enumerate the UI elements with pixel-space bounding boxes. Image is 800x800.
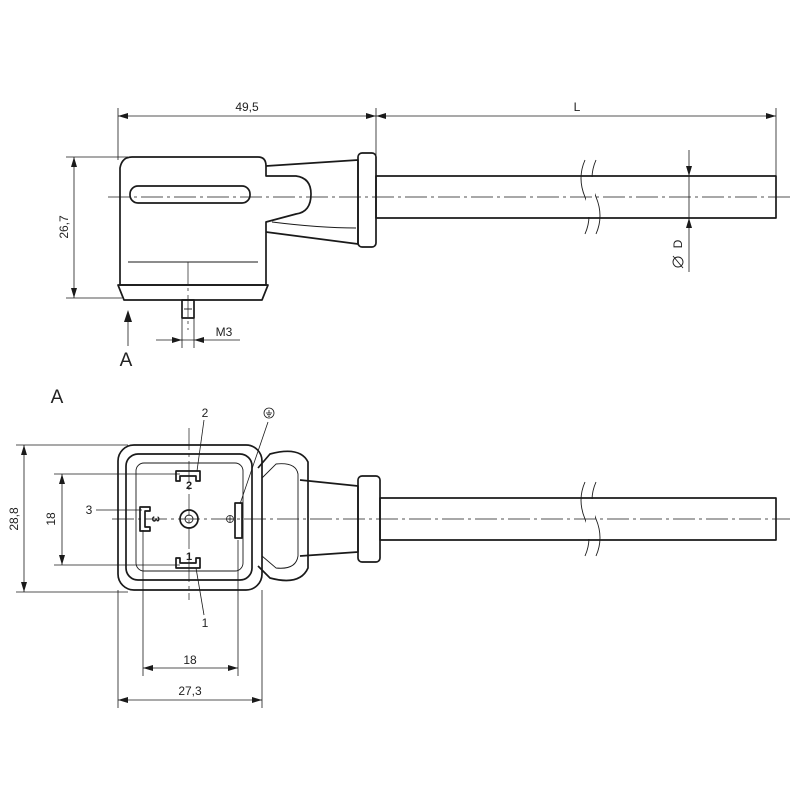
arrowhead [71, 157, 77, 167]
dim-face-width: 27,3 [178, 684, 202, 698]
ground-contact [234, 502, 243, 539]
connector-body-side [119, 156, 312, 286]
body-slot [129, 185, 251, 204]
view-arrow-head [124, 310, 132, 322]
pin-2-contact [175, 470, 201, 482]
arrowhead [376, 113, 386, 119]
dim-connector-length: 49,5 [235, 100, 259, 114]
arrowhead [118, 697, 128, 703]
arrowhead [172, 337, 182, 343]
dim-face-height: 28,8 [7, 507, 21, 531]
arrowhead [118, 113, 128, 119]
side-view: 49,5 L 26,7 M3 A D [57, 100, 790, 371]
front-view: 2 1 3 2 1 3 [7, 406, 790, 708]
arrowhead [766, 113, 776, 119]
callout-line-pin-1 [195, 567, 205, 616]
diameter-symbol-icon [672, 255, 684, 269]
callout-line-pin-2 [196, 419, 205, 472]
pin-2-mark: 2 [186, 480, 192, 492]
arrowhead [59, 555, 65, 565]
arrowhead [686, 166, 692, 176]
connector-neck-inner [271, 221, 357, 229]
arrowhead [21, 445, 27, 455]
ground-symbol-icon [263, 407, 275, 419]
contact-insert [135, 462, 244, 572]
dim-cable-diameter: D [671, 239, 685, 248]
arrowhead [59, 474, 65, 484]
callout-pin-2: 2 [202, 406, 209, 420]
arrowhead [71, 288, 77, 298]
view-arrow-label: A [120, 350, 133, 371]
arrowhead [21, 582, 27, 592]
dim-pin-spacing-horizontal: 18 [183, 653, 197, 667]
dim-thread: M3 [216, 325, 233, 339]
callout-pin-1: 1 [202, 616, 209, 630]
arrowhead [194, 337, 204, 343]
pin-1-contact [175, 557, 201, 569]
callout-pin-3: 3 [86, 503, 93, 517]
cable-flange-side [357, 152, 377, 248]
arrowhead [366, 113, 376, 119]
dim-cable-length: L [574, 100, 581, 114]
view-title: A [51, 387, 64, 408]
connector-ear [257, 450, 309, 582]
connector-ear-inner [261, 463, 299, 569]
arrowhead [228, 665, 238, 671]
dim-height: 26,7 [57, 215, 71, 239]
callout-line-ground [239, 421, 269, 505]
arrowhead [686, 218, 692, 228]
arrowhead [252, 697, 262, 703]
connector-lower-rim [117, 284, 269, 301]
pin-1-mark: 1 [186, 551, 192, 563]
connector-face-outer [117, 444, 263, 591]
dim-pin-spacing-vertical: 18 [44, 512, 58, 526]
arrowhead [143, 665, 153, 671]
connector-neck-side [265, 159, 359, 245]
